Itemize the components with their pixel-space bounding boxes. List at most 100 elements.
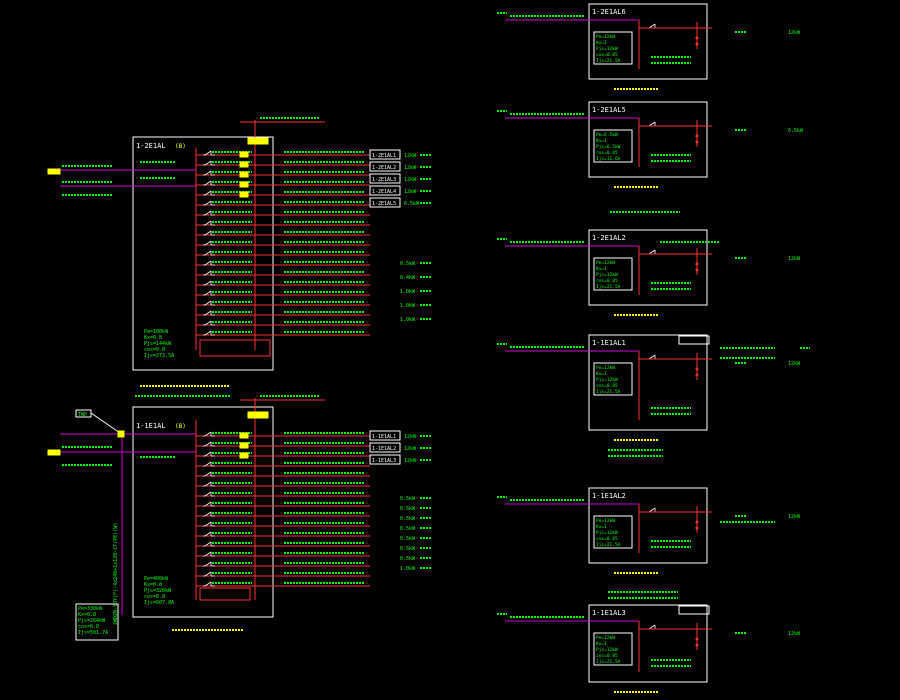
sub-panel-param: cos=0.85: [596, 383, 618, 389]
sub-panel-spd-dot: [695, 140, 699, 144]
panel-b-left-summary-line: Ijs=501.7A: [78, 630, 108, 636]
sub-panel-param: cos=0.85: [596, 52, 618, 58]
sub-panel-title: 1-2E1AL6: [592, 8, 626, 16]
sub-panel-param: cos=0.85: [596, 150, 618, 156]
panel-a-load-box: [369, 149, 401, 160]
panel-a-load-box: [369, 161, 401, 172]
sub-panel-param: Ijs=21.5A: [596, 542, 621, 548]
panel-a-summary-line: cos=0.8: [144, 347, 165, 353]
sub-panel-param: cos=0.85: [596, 653, 618, 659]
sub-panel-title: 1-2E1AL2: [592, 234, 626, 242]
sub-panel-spd-dot: [695, 520, 699, 524]
panel-a-feeder-power: 0.4kW: [400, 275, 416, 281]
panel-b-feeder-power: 0.5kW: [400, 516, 416, 522]
sub-panel-frame: [588, 604, 708, 683]
panel-b-feeder-breaker: [203, 571, 215, 577]
panel-b-left-summary-frame: [75, 603, 119, 641]
panel-a-feeder-breaker: [203, 170, 215, 176]
panel-b-feeder-power: 0.5kW: [400, 506, 416, 512]
panel-b-frame: [132, 406, 274, 618]
panel-b-feeder-breaker: [203, 561, 215, 567]
panel-b-junction: [117, 430, 125, 438]
sub-panel-breaker: [647, 507, 659, 513]
panel-b-feeder-breaker: [203, 581, 215, 587]
sub-panel-power: 6.5kW: [788, 128, 804, 134]
panel-b-load-id: 1-1E1AL3: [372, 458, 396, 464]
panel-b-vertical-cable-label: 2WDZN-YJY(F)-4x240+1x120-CT(PE)(W): [113, 523, 119, 625]
panel-b-meter: [239, 452, 249, 459]
sub-panel-param: Kx=1: [596, 40, 607, 46]
panel-b-load-box: [369, 454, 401, 465]
panel-a-load-id: 1-2E1AL5: [372, 201, 396, 207]
sub-panel-param-frame: [593, 129, 633, 163]
panel-b-summary-line: Ijs=607.8A: [144, 600, 174, 606]
sub-panel-spd-dot: [695, 367, 699, 371]
panel-a-title: 1-2E1AL: [136, 142, 166, 150]
sub-panel-spd-dot: [695, 268, 699, 272]
panel-a-meter: [239, 161, 249, 168]
panel-a-incoming-tag: [47, 168, 61, 175]
sub-panel-param: Pjs=6.5kW: [596, 144, 621, 150]
panel-a-meter: [239, 181, 249, 188]
panel-b-summary-line: cos=0.8: [144, 594, 165, 600]
sub-panel-param: cos=0.85: [596, 536, 618, 542]
sub-panel-title: 1-1E1AL3: [592, 609, 626, 617]
sub-panel-param: Pe=12kW: [596, 365, 615, 371]
sub-panel-param: Ijs=11.6A: [596, 156, 621, 162]
panel-b-meter: [239, 442, 249, 449]
panel-b-meter: [239, 432, 249, 439]
panel-b-feeder-breaker: [203, 431, 215, 437]
sub-panel-title: 1-1E1AL1: [592, 339, 626, 347]
panel-b-incoming-tag: [47, 449, 61, 456]
tag-box-leader: [90, 412, 121, 434]
panel-b-summary-line: Kx=0.8: [144, 582, 162, 588]
sub-panel-spd-dot: [695, 373, 699, 377]
panel-a-summary-line: Kx=0.8: [144, 335, 162, 341]
panel-b-load-power: 12kW: [404, 446, 417, 452]
sub-panel-param: Ijs=21.5A: [596, 389, 621, 395]
panel-b-feeder-breaker: [203, 461, 215, 467]
panel-b-feeder-breaker: [203, 481, 215, 487]
sub-panel-breaker: [647, 354, 659, 360]
sub-panel-param: Kx=1: [596, 138, 607, 144]
panel-a-feeder-power: 0.5kW: [400, 261, 416, 267]
panel-a-summary-line: Pjs=144kW: [144, 341, 172, 347]
panel-b-feeder-power: 0.5kW: [400, 556, 416, 562]
sub-panel-param: Pjs=12kW: [596, 530, 618, 536]
sub-panel-title: 1-2E1AL5: [592, 106, 626, 114]
panel-a-load-box: [369, 185, 401, 196]
sub-panel-spd-dot: [695, 526, 699, 530]
panel-a-feeder-breaker: [203, 300, 215, 306]
panel-a-feeder-breaker: [203, 260, 215, 266]
panel-b-spd-frame: [199, 587, 251, 601]
tag-box-label: TWP: [78, 412, 87, 418]
sub-panel-param: Kx=1: [596, 266, 607, 272]
panel-b-left-summary-line: Pe=330kW: [78, 606, 103, 612]
panel-a-load-id: 1-2E1AL2: [372, 165, 396, 171]
panel-a-feeder-breaker: [203, 240, 215, 246]
sub-panel-param: Ijs=21.5A: [596, 284, 621, 290]
sub-panel-breaker: [647, 23, 659, 29]
sub-panel-param: Ijs=21.5A: [596, 659, 621, 665]
panel-a-load-id: 1-2E1AL3: [372, 177, 396, 183]
panel-b-load-power: 12kW: [404, 434, 417, 440]
panel-a-frame: [132, 136, 274, 371]
sub-panel-spd-dot: [695, 42, 699, 46]
panel-b-summary-line: Pe=400kW: [144, 576, 169, 582]
sub-panel-param: Pjs=12kW: [596, 377, 618, 383]
sub-panel-power: 12kW: [788, 514, 801, 520]
panel-b-left-summary-line: Pjs=264kW: [78, 618, 106, 624]
panel-b-feeder-breaker: [203, 531, 215, 537]
sub-panel-param: Pe=6.5kW: [596, 132, 618, 138]
panel-b-feeder-breaker: [203, 451, 215, 457]
sub-panel-param: Pe=12kW: [596, 518, 615, 524]
panel-a-feeder-breaker: [203, 160, 215, 166]
panel-a-load-power: 12kW: [404, 177, 417, 183]
panel-b-feeder-power: 1.0kW: [400, 566, 416, 572]
panel-a-feeder-breaker: [203, 250, 215, 256]
sub-panel-param: Pe=12kW: [596, 635, 615, 641]
sub-panel-breaker: [647, 249, 659, 255]
sub-panel-param: Pjs=12kW: [596, 272, 618, 278]
panel-b-feeder-breaker: [203, 471, 215, 477]
